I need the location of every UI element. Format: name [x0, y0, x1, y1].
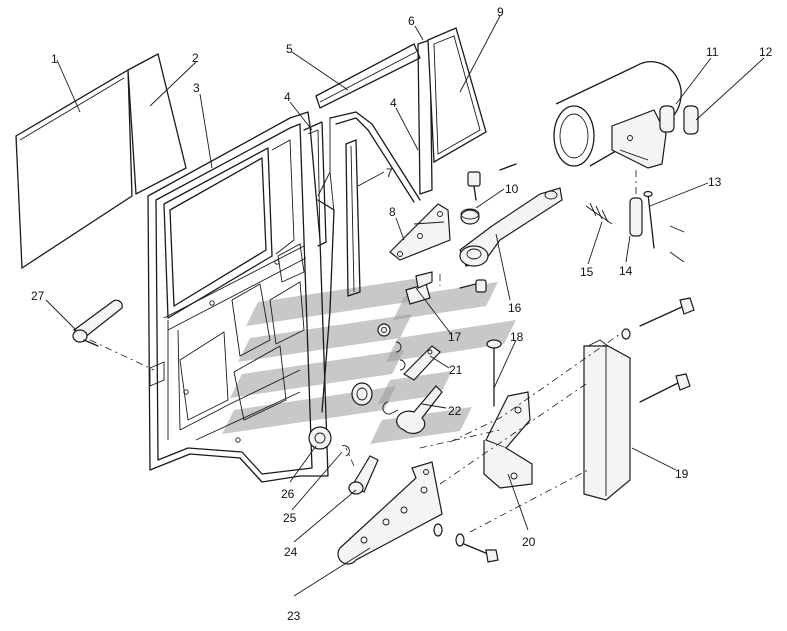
bolts-upper — [621, 297, 695, 403]
watermark-logo — [222, 278, 516, 444]
callout-5: 5 — [286, 42, 293, 56]
bolt-part-18 — [486, 339, 502, 407]
hinge-plate-part-23 — [337, 461, 443, 565]
bracket-part-8 — [389, 203, 451, 261]
callout-20: 20 — [522, 535, 536, 549]
pin-and-bolt-small — [467, 163, 517, 201]
latch-part-21 — [403, 345, 441, 381]
callout-18: 18 — [510, 330, 524, 344]
callout-26: 26 — [281, 487, 295, 501]
hinge-pin-parts-13-14-15 — [585, 190, 685, 263]
callout-15: 15 — [580, 265, 594, 279]
callout-labels: 1 2 3 4 4 5 6 7 8 9 10 11 12 13 14 15 16… — [31, 5, 773, 623]
vent-window-frame-part-9 — [427, 27, 487, 164]
vent-glass-part-2 — [127, 53, 187, 196]
outside-handle-part-27 — [72, 299, 123, 347]
clip-part-25 — [341, 445, 350, 457]
callout-23: 23 — [287, 609, 301, 623]
door-frame-part-3 — [147, 111, 329, 483]
callout-25: 25 — [283, 511, 297, 525]
callout-10: 10 — [505, 182, 519, 196]
bolt-and-washer-bottom — [433, 523, 499, 563]
callout-4b: 4 — [390, 96, 397, 110]
callout-2: 2 — [192, 51, 199, 65]
callout-14: 14 — [619, 264, 633, 278]
callout-12: 12 — [759, 45, 773, 59]
vertical-channel-part-6 — [417, 39, 433, 195]
nut-small — [377, 323, 391, 337]
callout-24: 24 — [284, 545, 298, 559]
callout-13: 13 — [708, 175, 722, 189]
window-glass-part-1 — [15, 68, 133, 270]
callout-21: 21 — [449, 363, 463, 377]
glass-frame-part-5 — [315, 43, 421, 109]
callout-17: 17 — [448, 330, 462, 344]
callout-leader-lines — [45, 15, 765, 597]
hinge-bracket-part-20 — [483, 391, 533, 489]
guide-rail-part-7 — [317, 139, 361, 413]
callout-4a: 4 — [284, 90, 291, 104]
callout-22: 22 — [448, 404, 462, 418]
callout-6: 6 — [408, 14, 415, 28]
callout-1: 1 — [51, 52, 58, 66]
spacer-ring — [351, 382, 373, 406]
callout-7: 7 — [386, 166, 393, 180]
knob-part-26 — [308, 426, 332, 450]
washers-small — [395, 341, 406, 371]
seal-strip-part-4a — [303, 121, 327, 247]
callout-8: 8 — [389, 205, 396, 219]
roller-part-10 — [460, 208, 480, 225]
callout-11: 11 — [706, 45, 719, 59]
hinge-post-part-19 — [583, 339, 631, 501]
callout-3: 3 — [193, 81, 200, 95]
door-check-arm-part-16 — [459, 187, 563, 267]
callout-9: 9 — [497, 5, 504, 19]
inside-handle-part-22 — [396, 385, 443, 434]
handle-lever-part-24 — [348, 455, 379, 495]
spring-clip — [382, 401, 399, 415]
callout-16: 16 — [508, 301, 522, 315]
callout-27: 27 — [31, 289, 45, 303]
hinge-cylinder-part-11-12 — [553, 61, 699, 169]
bolt-part-16-bolt — [459, 279, 487, 293]
assembly-centerlines — [89, 170, 637, 533]
callout-19: 19 — [675, 467, 689, 481]
glass-channel-part-4b — [317, 111, 421, 213]
